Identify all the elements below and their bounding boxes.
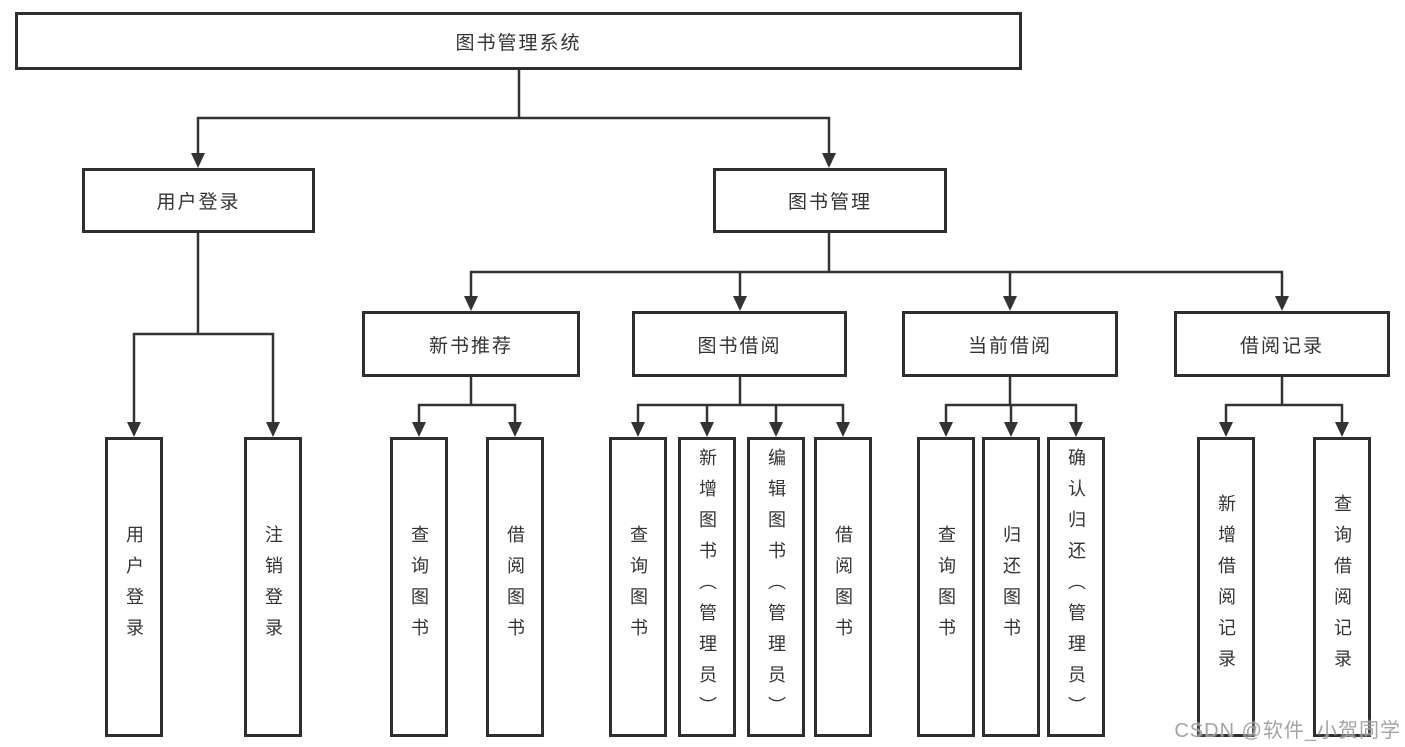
node-library-management-system: 图书管理系统 [15, 12, 1022, 70]
leaf-label: 新增借阅记录 [1216, 494, 1236, 680]
leaf-user-login: 用户登录 [105, 437, 163, 737]
leaf-logout: 注销登录 [244, 437, 302, 737]
leaf-label: 查询图书 [936, 525, 956, 649]
leaf-label: 归还图书 [1001, 525, 1021, 649]
leaf-label: 借阅图书 [505, 525, 525, 649]
leaf-edit-books-admin: 编辑图书（管理员） [747, 437, 805, 737]
csdn-watermark: CSDN @软件_小贺同学 [1174, 720, 1401, 742]
leaf-label: 查询图书 [409, 525, 429, 649]
node-current-borrowing: 当前借阅 [902, 311, 1118, 377]
node-new-book-recommendation: 新书推荐 [362, 311, 580, 377]
leaf-borrow-books: 借阅图书 [814, 437, 872, 737]
leaf-query-books-borrowing: 查询图书 [609, 437, 667, 737]
leaf-confirm-return-admin: 确认归还（管理员） [1047, 437, 1105, 737]
leaf-add-borrowing-record: 新增借阅记录 [1197, 437, 1255, 737]
leaf-label: 编辑图书（管理员） [766, 447, 786, 727]
leaf-label: 查询图书 [628, 525, 648, 649]
leaf-label: 借阅图书 [833, 525, 853, 649]
node-book-borrowing: 图书借阅 [632, 311, 847, 377]
leaf-query-books-current: 查询图书 [917, 437, 975, 737]
leaf-return-books: 归还图书 [982, 437, 1040, 737]
leaf-label: 新增图书（管理员） [697, 447, 717, 727]
leaf-borrow-books-recommend: 借阅图书 [486, 437, 544, 737]
leaf-label: 注销登录 [263, 525, 283, 649]
leaf-query-borrowing-record: 查询借阅记录 [1313, 437, 1371, 737]
node-user-login: 用户登录 [82, 168, 315, 233]
leaf-label: 查询借阅记录 [1332, 494, 1352, 680]
node-book-management: 图书管理 [713, 168, 947, 233]
leaf-label: 用户登录 [124, 525, 144, 649]
leaf-query-books-recommend: 查询图书 [390, 437, 448, 737]
node-borrowing-records: 借阅记录 [1174, 311, 1390, 377]
leaf-label: 确认归还（管理员） [1066, 447, 1086, 727]
leaf-add-books-admin: 新增图书（管理员） [678, 437, 736, 737]
